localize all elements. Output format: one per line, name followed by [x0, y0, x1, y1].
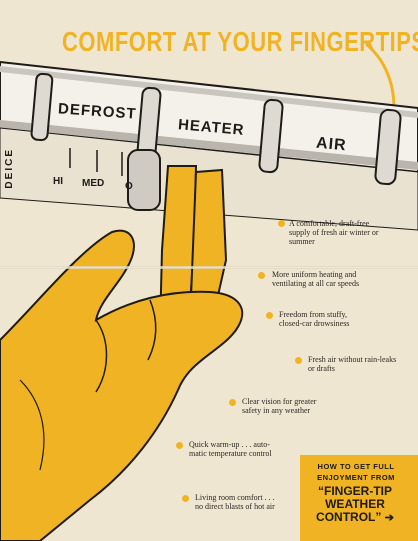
bullet-icon — [278, 220, 285, 227]
deice-label: DEICE — [4, 148, 15, 189]
bullet-icon — [182, 495, 189, 502]
feature-item: Quick warm-up . . . auto- matic temperat… — [189, 440, 272, 458]
arrow-right-icon: ➔ — [384, 512, 394, 524]
callout-title: “FINGER-TIP WEATHER CONTROL” ➔ — [316, 484, 394, 525]
fan-hi-label: HI — [53, 176, 63, 187]
fan-med-label: MED — [82, 178, 105, 189]
paper-fold — [0, 266, 418, 269]
bullet-icon — [266, 312, 273, 319]
feature-item: Fresh air without rain-leaks or drafts — [308, 355, 397, 373]
glove-hand — [0, 165, 244, 541]
feature-item: Freedom from stuffy, closed-car drowsine… — [279, 310, 350, 328]
fan-off-label: O — [125, 181, 133, 192]
bullet-icon — [229, 399, 236, 406]
bullet-icon — [176, 442, 183, 449]
headline: COMFORT AT YOUR FINGERTIPS — [62, 26, 418, 58]
air-button: AIR — [315, 134, 348, 155]
bullet-icon — [295, 357, 302, 364]
callout-intro: HOW TO GET FULL ENJOYMENT FROM — [317, 462, 395, 482]
bullet-icon — [258, 272, 265, 279]
feature-item: More uniform heating and ventilating at … — [272, 270, 360, 288]
feature-item: Clear vision for greater safety in any w… — [242, 397, 317, 415]
feature-item: Living room comfort . . . no direct blas… — [195, 493, 275, 511]
callout-box: HOW TO GET FULL ENJOYMENT FROM “FINGER-T… — [300, 455, 418, 541]
feature-item: A comfortable, draft-free supply of fres… — [289, 219, 379, 246]
